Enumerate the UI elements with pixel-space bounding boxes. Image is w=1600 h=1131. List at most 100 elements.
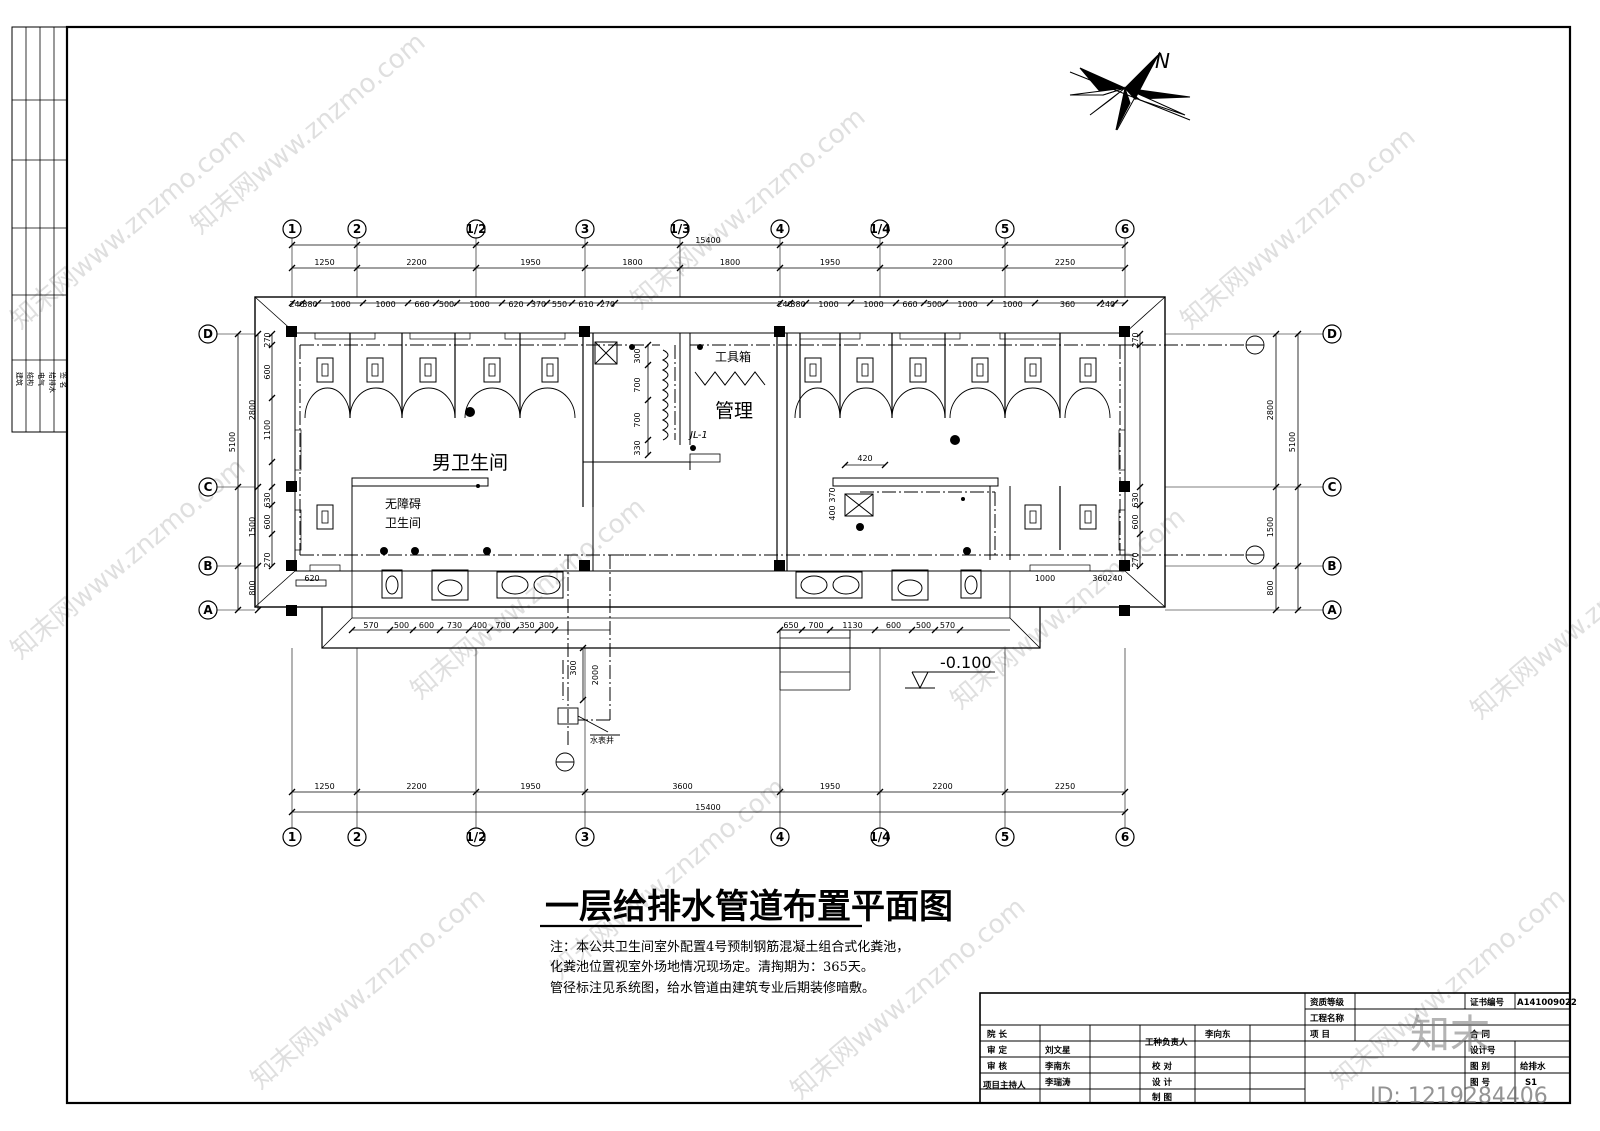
room-label-tools: 工具箱	[715, 349, 751, 364]
dimension-tick	[1136, 530, 1144, 538]
axis-bubble-bottom-label: 6	[1121, 830, 1129, 844]
dimension-tick	[298, 299, 306, 307]
dimension-value: 1800	[720, 258, 740, 267]
dimension-value: 240	[1107, 574, 1122, 583]
dimension-tick	[1001, 241, 1009, 249]
toilet-fixture	[909, 357, 927, 383]
dimension-value: 1250	[314, 258, 334, 267]
dimension-value: 5100	[228, 432, 237, 452]
dimension-tick	[644, 396, 652, 404]
toilet-bowl	[914, 363, 922, 377]
dimension-value: 300	[539, 621, 554, 630]
dimension-value: 15400	[695, 803, 720, 812]
dimension-tick	[234, 562, 242, 570]
dimension-tick	[268, 562, 276, 570]
dimension-tick	[802, 299, 810, 307]
toilet-fixture	[1079, 504, 1097, 530]
dimension-value: 1500	[1266, 517, 1275, 537]
axis-bubble-top-label: 1/3	[669, 222, 690, 236]
dimension-value: 1800	[622, 258, 642, 267]
tb-cert-value: A141009022	[1517, 998, 1577, 1008]
toilet-fixture	[971, 357, 989, 383]
dimension-tick	[1294, 330, 1302, 338]
toilet-stalls	[304, 333, 1111, 550]
axis-bubble-top-label: 6	[1121, 222, 1129, 236]
dimension-value: 2200	[406, 258, 426, 267]
dimension-value: 380	[790, 300, 805, 309]
axis-bubble-top-label: 4	[776, 222, 784, 236]
dimension-tick	[581, 788, 589, 796]
north-label: N	[1155, 49, 1170, 73]
dimension-tick	[908, 626, 916, 634]
dimension-tick	[1272, 483, 1280, 491]
title-block	[979, 992, 1571, 1104]
stall-door-swing	[1064, 387, 1111, 419]
dimension-tick	[644, 341, 652, 349]
side-strip-label: 电气	[37, 372, 46, 386]
dimension-value: 550	[552, 300, 567, 309]
dimension-value: 360	[1060, 300, 1075, 309]
toilet-bowl	[488, 363, 496, 377]
dimension-tick	[353, 788, 361, 796]
dimension-value: 660	[414, 300, 429, 309]
watermark-text: 知末网www.znzmo.com	[1465, 512, 1600, 725]
dimension-tick	[676, 241, 684, 249]
tb-qualification: 资质等级	[1310, 997, 1345, 1008]
toilet-bowl	[321, 363, 329, 377]
dimension-tick	[798, 626, 806, 634]
dimension-tick	[1121, 808, 1129, 816]
toilet-bowl	[371, 363, 379, 377]
structural-columns	[286, 326, 1130, 616]
dimension-tick	[234, 330, 242, 338]
dimension-tick	[568, 299, 576, 307]
dimension-tick	[1136, 341, 1144, 349]
dimension-tick	[1121, 264, 1129, 272]
dimension-value: 300	[569, 660, 578, 675]
dimension-tick	[1001, 264, 1009, 272]
dimension-tick	[941, 299, 949, 307]
brand-mark: 知末	[1410, 1012, 1490, 1058]
axis-bubble-left-label: D	[203, 327, 213, 341]
drainage-piping	[299, 344, 1255, 745]
dimension-tick	[1272, 562, 1280, 570]
side-strip-label: 签 名	[59, 372, 68, 388]
dimension-tick	[288, 264, 296, 272]
dimension-tick	[1136, 483, 1144, 491]
watermark-text: 知末网www.znzmo.com	[1175, 122, 1421, 335]
dimension-tick	[1096, 299, 1104, 307]
toilet-bowl	[1029, 510, 1037, 524]
side-strip-label: 建筑	[15, 372, 24, 386]
dimension-tick	[776, 788, 784, 796]
building-outline	[254, 296, 1166, 649]
axis-bubble-top-label: 3	[581, 222, 589, 236]
dimension-value: 500	[927, 300, 942, 309]
dimension-tick	[254, 330, 262, 338]
dimension-tick	[1121, 788, 1129, 796]
dimension-value: 570	[363, 621, 378, 630]
stall-door-swing	[464, 387, 521, 419]
dimension-value: 2000	[591, 665, 600, 685]
dimension-tick	[348, 626, 356, 634]
dimension-value: 2250	[1055, 782, 1075, 791]
dimension-value: 730	[447, 621, 462, 630]
dimension-value: 1000	[330, 300, 350, 309]
tb-design: 设 计	[1152, 1077, 1172, 1088]
dimension-value: 2200	[932, 782, 952, 791]
tb-project: 项 目	[1310, 1030, 1330, 1040]
dimension-tick	[359, 299, 367, 307]
stall-door-swing	[949, 387, 1006, 419]
dimension-tick	[876, 264, 884, 272]
water-meter-label: 水表井	[590, 735, 614, 745]
dimension-value: 500	[394, 621, 409, 630]
dimension-tick	[1272, 330, 1280, 338]
watermark-text: 知末网www.znzmo.com	[405, 492, 651, 705]
dimension-value: 3600	[672, 782, 692, 791]
toilet-fixture	[316, 504, 334, 530]
side-strip-label: 给排水	[48, 372, 57, 393]
dimension-tick	[986, 299, 994, 307]
dimension-tick	[486, 626, 494, 634]
watermark-text: 知末网www.znzmo.com	[625, 102, 871, 315]
tb-lead-name: 李瑞涛	[1044, 1077, 1071, 1088]
stall-door-swing	[794, 387, 841, 419]
